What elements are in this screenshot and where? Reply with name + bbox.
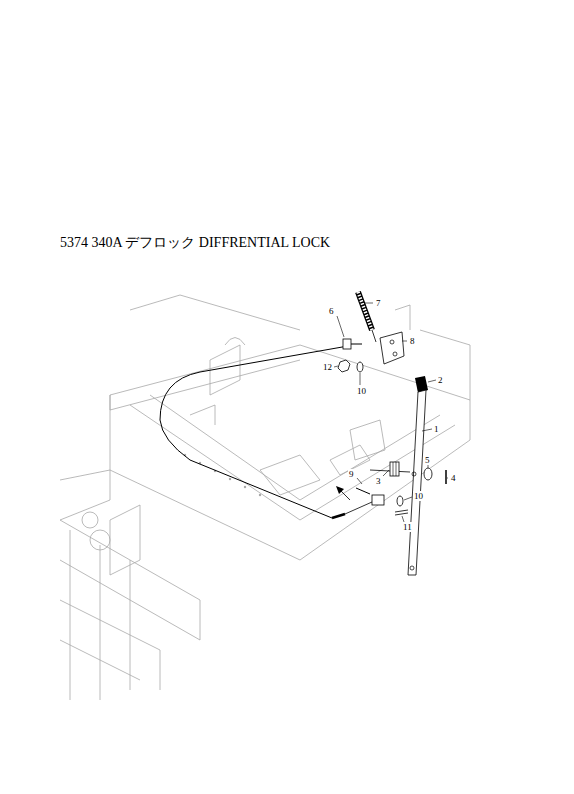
callout-number: 9 bbox=[348, 469, 355, 479]
callout-number: 7 bbox=[375, 298, 382, 308]
callout-number: 8 bbox=[409, 336, 416, 346]
callout-number: 5 bbox=[424, 455, 431, 465]
callout-number: 12 bbox=[322, 362, 333, 372]
callout-number: 6 bbox=[328, 306, 335, 316]
callout-number: 11 bbox=[402, 522, 413, 532]
page-title: 5374 340A デフロック DIFFRENTIAL LOCK bbox=[60, 235, 330, 251]
callout-number: 4 bbox=[450, 473, 457, 483]
callout-number: 3 bbox=[375, 476, 382, 486]
callout-number: 10 bbox=[413, 491, 424, 501]
callout-number: 1 bbox=[433, 424, 440, 434]
callout-number: 2 bbox=[437, 375, 444, 385]
callout-number: 10 bbox=[356, 386, 367, 396]
